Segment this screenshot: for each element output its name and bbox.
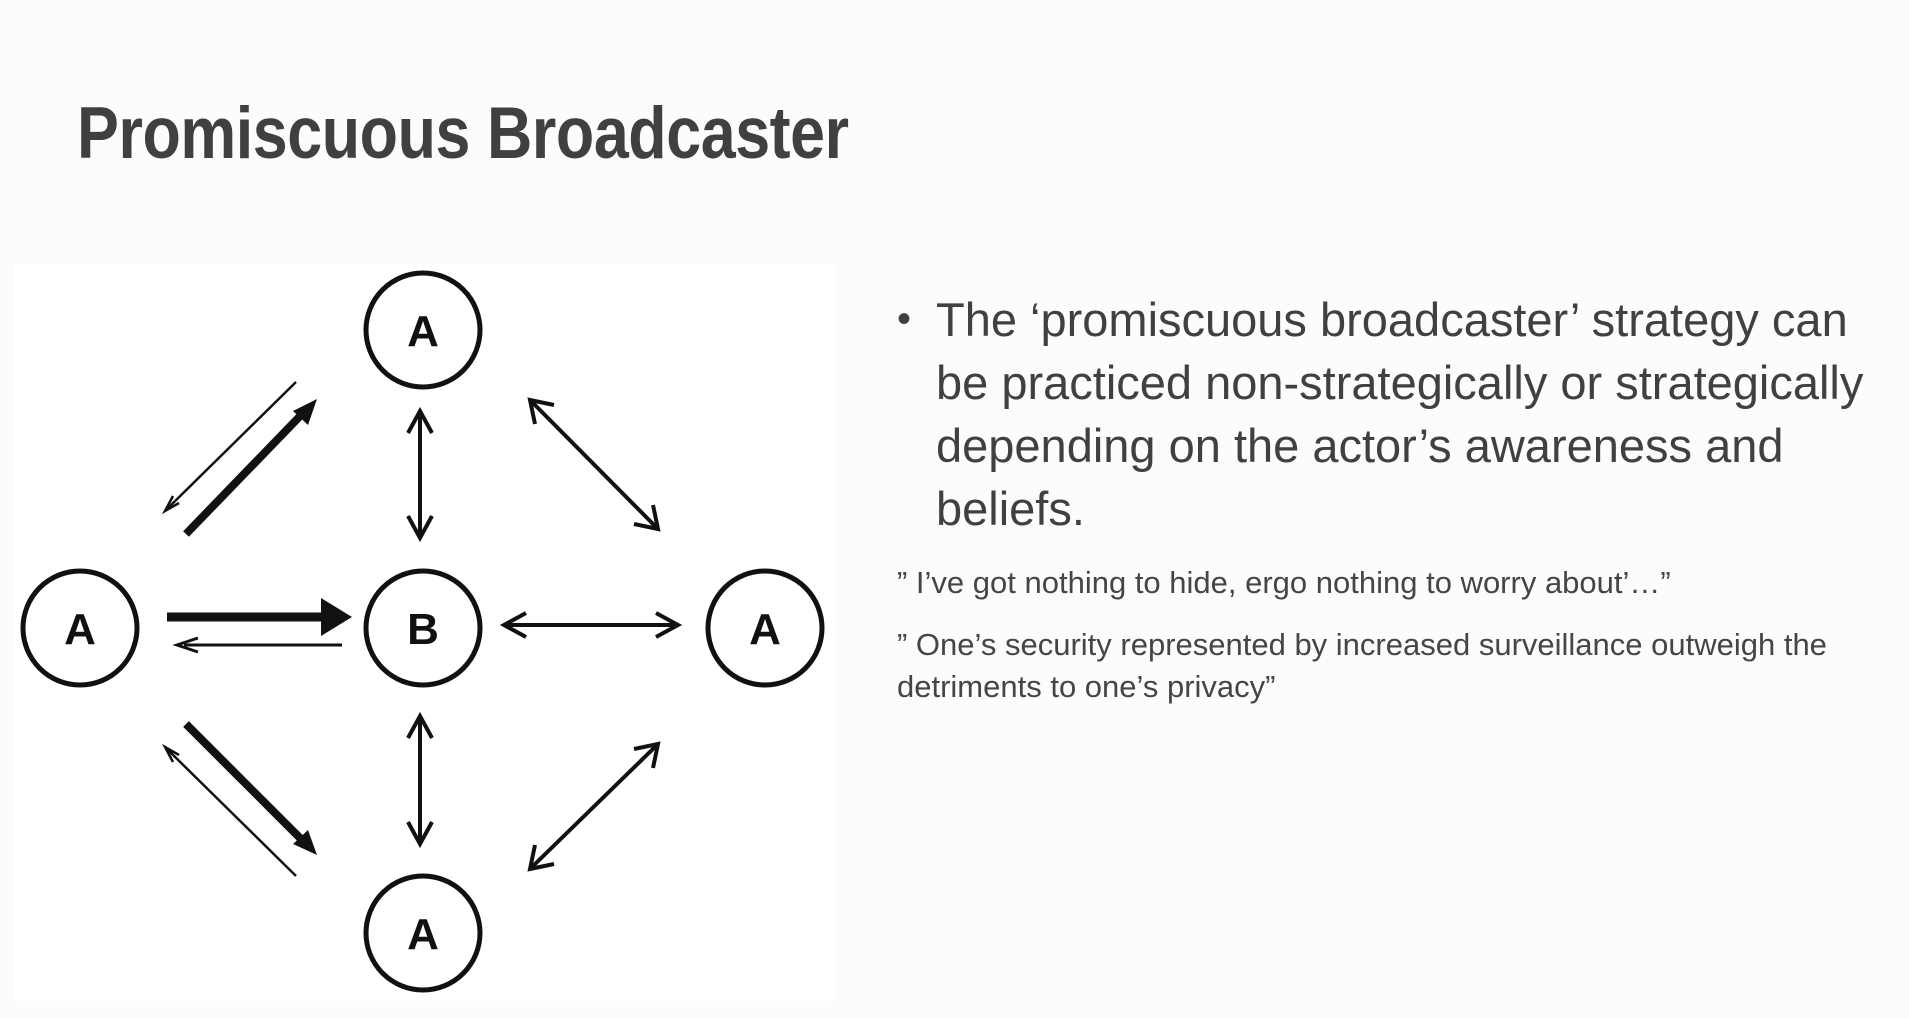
node-center: B <box>363 568 483 688</box>
arrow-bottom-to-left <box>161 743 297 877</box>
node-right-label: A <box>749 605 781 654</box>
arrow-center-bottom <box>406 711 434 849</box>
slide-title: Promiscuous Broadcaster <box>77 93 849 174</box>
arrow-center-to-left <box>172 636 342 654</box>
arrow-bottom-right <box>527 741 661 872</box>
node-center-label: B <box>407 605 439 654</box>
node-left: A <box>20 568 140 688</box>
arrow-left-to-center <box>167 598 352 636</box>
network-diagram-svg: A A B A A <box>20 270 825 993</box>
node-right: A <box>705 568 825 688</box>
bullet-marker: • <box>897 297 912 341</box>
quote-nothing-to-hide: ” I’ve got nothing to hide, ergo nothing… <box>897 565 1671 600</box>
node-bottom: A <box>363 873 483 993</box>
arrow-center-right <box>499 611 683 639</box>
arrow-top-to-left <box>161 381 297 515</box>
quote-security-vs-privacy: ” One’s security represented by increase… <box>897 627 1827 704</box>
bullet-text: The ‘promiscuous broadcaster’ strategy c… <box>936 293 1864 535</box>
arrow-top-right <box>527 397 661 532</box>
bullet-point: • The ‘promiscuous broadcaster’ strategy… <box>897 288 1867 540</box>
arrow-left-to-top <box>183 399 317 537</box>
node-top: A <box>363 270 483 390</box>
network-diagram: A A B A A <box>14 264 837 1001</box>
node-bottom-label: A <box>407 910 439 959</box>
node-left-label: A <box>64 605 96 654</box>
arrow-left-to-bottom <box>183 721 317 855</box>
node-top-label: A <box>407 307 439 356</box>
arrow-center-top <box>406 406 434 543</box>
text-panel: • The ‘promiscuous broadcaster’ strategy… <box>897 288 1867 708</box>
